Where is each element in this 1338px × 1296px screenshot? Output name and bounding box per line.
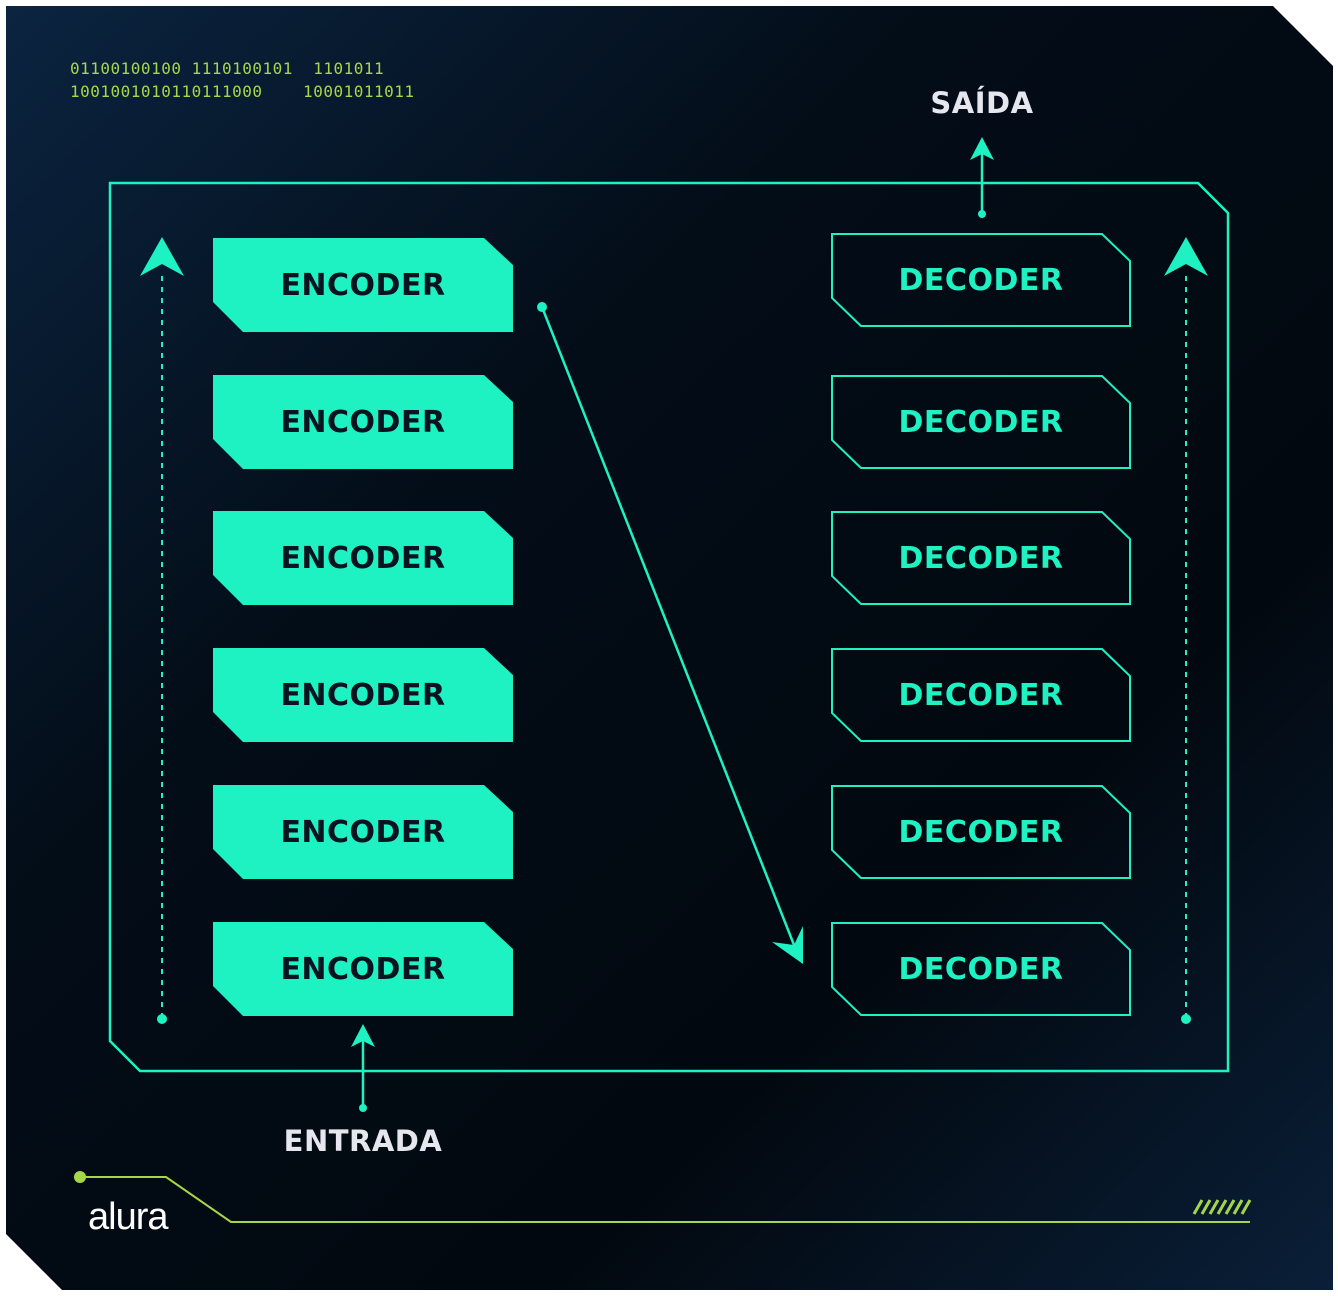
decoder-block: DECODER [831, 233, 1131, 327]
output-arrowhead [970, 137, 994, 160]
decoder-label: DECODER [898, 404, 1064, 440]
decoder-shape [831, 648, 1131, 742]
encoder-shape [213, 375, 513, 469]
decoder-shape [831, 375, 1131, 469]
binary-line-2: 1001001010110111000 10001011011 [70, 82, 415, 101]
diagonal-connector [540, 306, 798, 951]
decoder-shape [831, 511, 1131, 605]
encoder-label: ENCODER [280, 677, 446, 713]
encoder-shape [213, 648, 513, 742]
input-arrowhead [351, 1024, 375, 1047]
decoder-label: DECODER [898, 677, 1064, 713]
footer-line [80, 1176, 1250, 1223]
decoder-shape [831, 233, 1131, 327]
decoder-shape [831, 922, 1131, 1016]
right-up-arrowhead [1164, 237, 1208, 276]
output-arrow-dot [978, 210, 986, 218]
decoder-label: DECODER [898, 262, 1064, 298]
encoder-block: ENCODER [213, 375, 513, 469]
encoder-block: ENCODER [213, 511, 513, 605]
decoder-block: DECODER [831, 511, 1131, 605]
encoder-block: ENCODER [213, 238, 513, 332]
diagonal-arrowhead [772, 926, 803, 964]
left-dashed-start-dot [157, 1014, 167, 1024]
encoder-label: ENCODER [280, 540, 446, 576]
encoder-shape [213, 511, 513, 605]
encoder-label: ENCODER [280, 951, 446, 987]
encoder-block: ENCODER [213, 785, 513, 879]
decoder-block: DECODER [831, 785, 1131, 879]
binary-line-1: 01100100100 1110100101 1101011 [70, 59, 385, 78]
decoder-block: DECODER [831, 922, 1131, 1016]
encoder-label: ENCODER [280, 814, 446, 850]
left-up-arrowhead [140, 237, 184, 276]
decoder-shape [831, 785, 1131, 879]
encoder-label: ENCODER [280, 267, 446, 303]
encoder-shape [213, 922, 513, 1016]
input-arrow-dot [359, 1104, 367, 1112]
outer-frame [108, 181, 1230, 1073]
binary-decoration: 01100100100 1110100101 1101011 100100101… [70, 57, 415, 103]
encoder-shape [213, 785, 513, 879]
decoder-block: DECODER [831, 375, 1131, 469]
alura-logo: alura [88, 1196, 168, 1238]
decoder-label: DECODER [898, 540, 1064, 576]
decoder-label: DECODER [898, 951, 1064, 987]
right-dashed-start-dot [1181, 1014, 1191, 1024]
decoder-label: DECODER [898, 814, 1064, 850]
output-label: SAÍDA [930, 86, 1034, 120]
encoder-block: ENCODER [213, 648, 513, 742]
encoder-block: ENCODER [213, 922, 513, 1016]
footer-stripes [1192, 1199, 1252, 1215]
encoder-shape [213, 238, 513, 332]
encoder-label: ENCODER [280, 404, 446, 440]
decoder-block: DECODER [831, 648, 1131, 742]
dark-panel [6, 6, 1333, 1290]
input-label: ENTRADA [283, 1124, 443, 1158]
